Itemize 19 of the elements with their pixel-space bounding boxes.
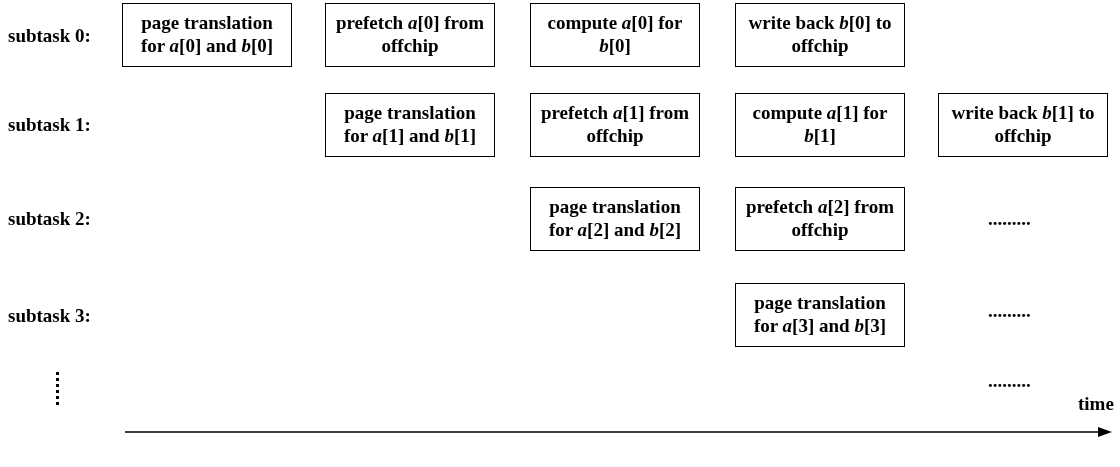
ellipsis-label: ......... — [988, 208, 1031, 230]
ellipsis-label: ......... — [988, 370, 1031, 392]
task-box: prefetch a[2] from offchip — [735, 187, 905, 251]
row-label: subtask 3: — [8, 305, 91, 327]
row-label: subtask 0: — [8, 25, 91, 47]
axis-label: time — [1078, 393, 1114, 415]
task-box: prefetch a[0] from offchip — [325, 3, 495, 67]
task-box: page translation for a[1] and b[1] — [325, 93, 495, 157]
row-label: subtask 1: — [8, 114, 91, 136]
task-box: compute a[1] for b[1] — [735, 93, 905, 157]
task-box: page translation for a[3] and b[3] — [735, 283, 905, 347]
task-box: write back b[0] to offchip — [735, 3, 905, 67]
ellipsis-label: ......... — [988, 300, 1031, 322]
task-box: prefetch a[1] from offchip — [530, 93, 700, 157]
task-box: page translation for a[2] and b[2] — [530, 187, 700, 251]
task-box: compute a[0] for b[0] — [530, 3, 700, 67]
task-box: page translation for a[0] and b[0] — [122, 3, 292, 67]
task-box: write back b[1] to offchip — [938, 93, 1108, 157]
row-label: subtask 2: — [8, 208, 91, 230]
